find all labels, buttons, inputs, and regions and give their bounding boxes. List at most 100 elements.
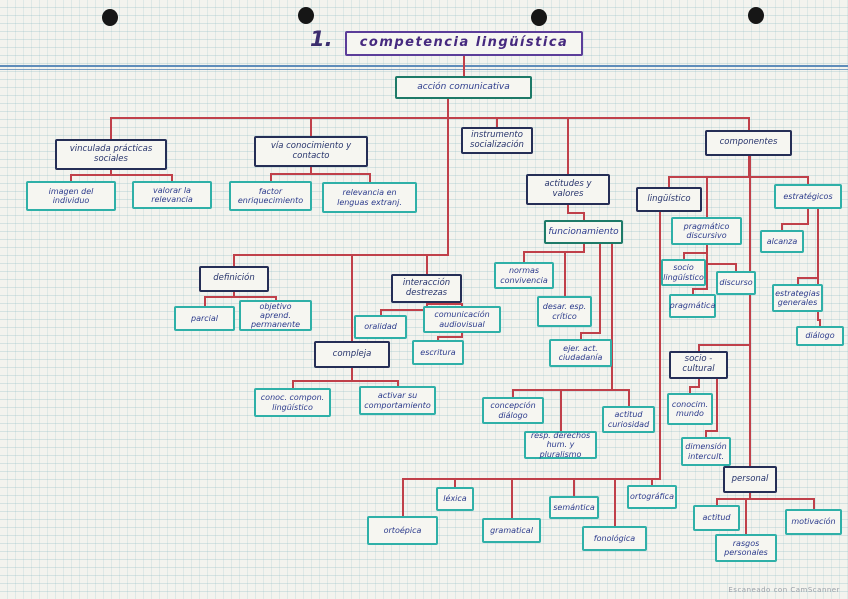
connector-segment	[292, 380, 353, 382]
connector-segment	[705, 430, 718, 432]
connector-segment	[567, 205, 569, 213]
connector-segment	[171, 175, 173, 181]
connector-segment	[437, 337, 439, 340]
connector-segment	[275, 297, 277, 300]
node-rasgos: rasgos personales	[715, 534, 777, 562]
connector-segment	[70, 175, 72, 181]
node-conocim: conocim. mundo	[667, 393, 713, 425]
node-instrumento: instrumento socialización	[461, 127, 533, 154]
node-desar: desar. esp. crítico	[537, 296, 592, 327]
margin-rule	[0, 65, 848, 67]
connector-segment	[583, 213, 585, 220]
connector-segment	[698, 379, 700, 387]
node-actitud: actitud	[693, 505, 740, 531]
node-interaccion: interacción destrezas	[391, 274, 462, 303]
node-conoc_compon: conoc. compon. lingüístico	[254, 388, 331, 417]
connector-segment	[735, 264, 737, 271]
connector-segment	[745, 499, 747, 534]
connector-segment	[204, 297, 206, 306]
node-compleja: compleja	[314, 341, 390, 368]
connector-segment	[716, 499, 718, 505]
connector-segment	[689, 386, 700, 388]
node-normas: normas convivencia	[494, 262, 554, 289]
connector-segment	[560, 389, 613, 391]
connector-segment	[748, 118, 750, 130]
node-vinculada: vinculada prácticas sociales	[55, 139, 167, 170]
connector-segment	[463, 56, 465, 70]
connector-segment	[351, 254, 449, 256]
node-discurso: discurso	[716, 271, 756, 295]
connector-segment	[614, 479, 616, 526]
connector-segment	[270, 173, 312, 175]
connector-segment	[716, 498, 751, 500]
connector-segment	[611, 389, 630, 391]
connector-segment	[397, 381, 399, 386]
connector-segment	[781, 224, 783, 230]
connector-segment	[496, 118, 498, 127]
connector-segment	[573, 479, 575, 496]
node-comunicacion: comunicación audiovisual	[423, 306, 501, 333]
connector-segment	[749, 156, 751, 460]
node-definicion: definición	[199, 266, 269, 292]
node-factor: factor enriquecimiento	[229, 181, 312, 211]
hole-punch-dot	[748, 7, 764, 24]
node-lexica: léxica	[436, 487, 474, 511]
connector-segment	[426, 303, 463, 305]
connector-segment	[426, 254, 449, 256]
node-personal: personal	[723, 466, 777, 493]
node-valorar: valorar la relevancia	[132, 181, 212, 209]
node-semantica: semántica	[549, 496, 599, 519]
margin-rule	[0, 69, 848, 70]
connector-segment	[797, 277, 819, 279]
node-linguistico: lingüístico	[636, 187, 702, 212]
connector-segment	[402, 479, 404, 516]
connector-segment	[369, 174, 371, 182]
connector-segment	[270, 174, 272, 181]
connector-segment	[698, 345, 700, 351]
connector-segment	[523, 252, 525, 262]
node-funcionamiento: funcionamiento	[544, 220, 623, 244]
connector-segment	[749, 493, 751, 499]
node-componentes: componentes	[705, 130, 792, 156]
connector-segment	[683, 253, 685, 259]
node-pragmatico: pragmático discursivo	[671, 217, 742, 245]
connector-segment	[580, 332, 601, 334]
connector-segment	[310, 117, 449, 119]
connector-segment	[614, 478, 661, 480]
connector-segment	[651, 478, 661, 480]
connector-segment	[567, 118, 569, 174]
connector-segment	[233, 254, 449, 256]
connector-segment	[463, 70, 465, 76]
connector-segment	[461, 304, 463, 306]
node-estrategicos: estratégicos	[774, 184, 842, 209]
node-accion: acción comunicativa	[395, 76, 532, 99]
connector-segment	[351, 255, 353, 341]
connector-segment	[351, 380, 399, 382]
connector-segment	[706, 245, 708, 289]
connector-segment	[310, 118, 312, 136]
connector-segment	[611, 244, 613, 390]
node-escritura: escritura	[412, 340, 464, 365]
connector-segment	[668, 177, 670, 187]
connector-segment	[817, 209, 819, 320]
node-socio_ling: socio lingüístico	[661, 259, 706, 286]
node-pragmatica: pragmática	[669, 294, 716, 318]
node-activar: activar su comportamiento	[359, 386, 436, 415]
connector-segment	[705, 431, 707, 437]
connector-segment	[292, 381, 294, 388]
connector-segment	[706, 177, 708, 217]
connector-segment	[628, 390, 630, 406]
node-objetivo: objetivo aprend. permanente	[239, 300, 312, 331]
connector-segment	[511, 479, 513, 518]
connector-segment	[380, 309, 428, 311]
connector-segment	[310, 173, 371, 175]
connector-segment	[233, 296, 277, 298]
connector-segment	[110, 118, 112, 139]
node-actitudes: actitudes y valores	[526, 174, 610, 205]
connector-segment	[797, 278, 799, 284]
connector-segment	[580, 333, 582, 339]
connector-segment	[651, 479, 653, 485]
connector-segment	[447, 99, 449, 255]
